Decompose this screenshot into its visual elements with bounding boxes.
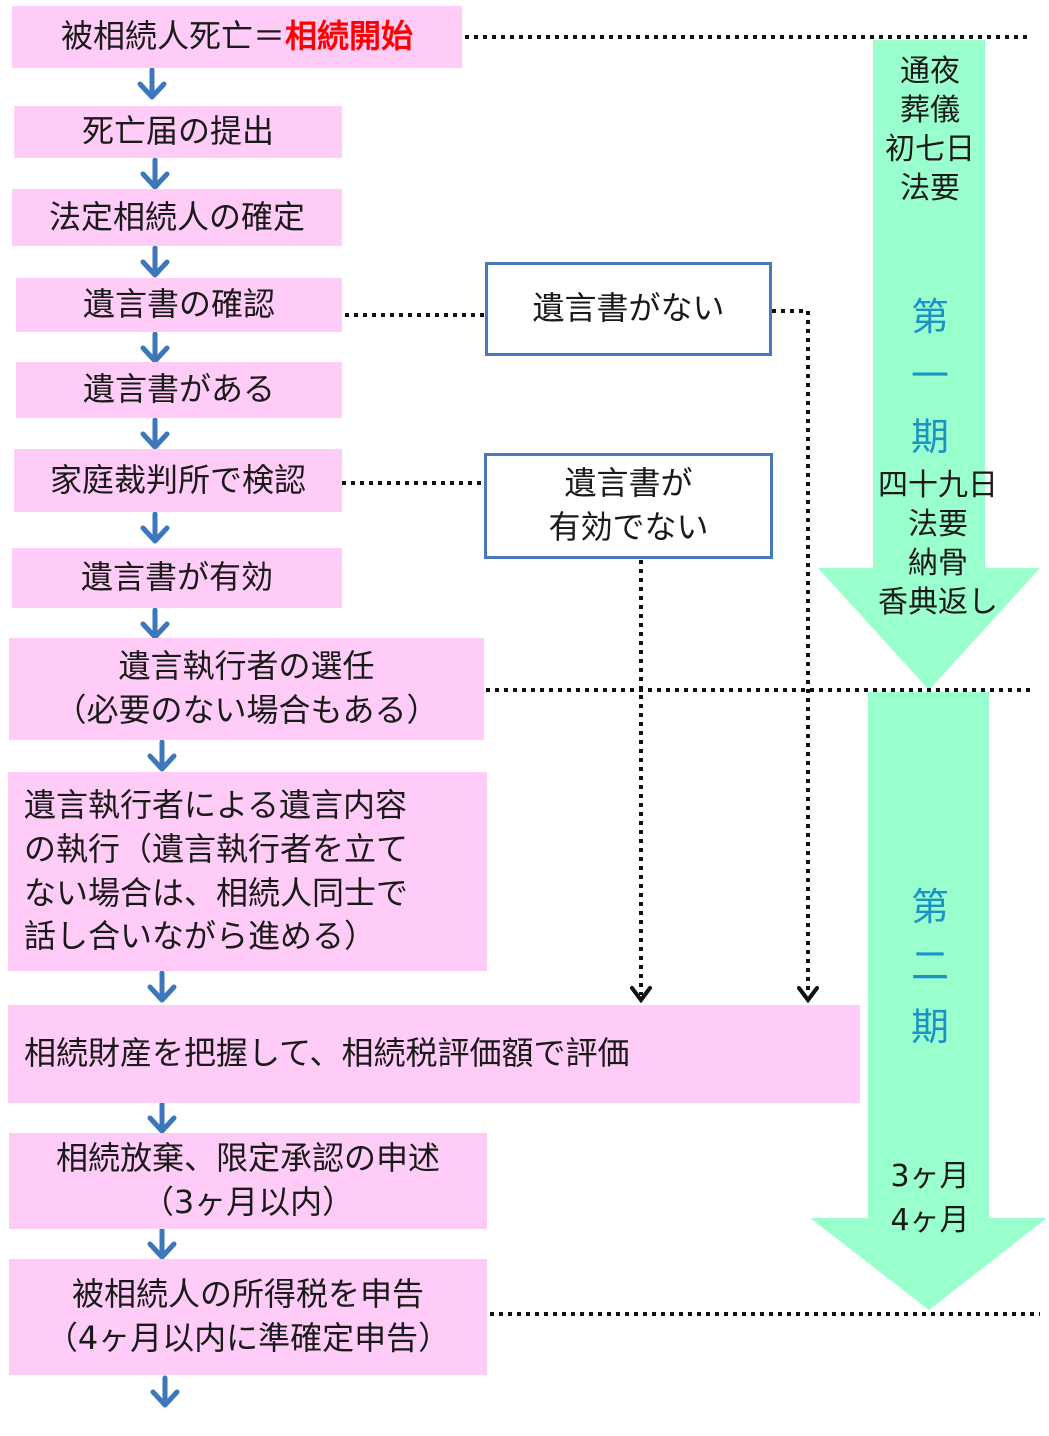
step-legal-heirs: 法定相続人の確定: [12, 189, 342, 246]
event-memorial-2: 法要: [908, 507, 968, 542]
invalid-will-line2: 有効でない: [548, 508, 709, 546]
phase2-char1: 第: [910, 885, 949, 929]
event-memorial: 法要: [900, 171, 960, 206]
phase1-events: 通夜 葬儀 初七日 法要: [870, 52, 990, 208]
step9-line2: の執行（遺言執行者を立て: [24, 829, 409, 868]
step2-text: 死亡届の提出: [81, 112, 274, 151]
flow-arrow-8: [147, 739, 177, 772]
phase2-end-events: 3ヶ月 4ヶ月: [868, 1155, 992, 1242]
step-asset-evaluation: 相続財産を把握して、相続税評価額で評価: [8, 1005, 860, 1103]
phase1-end-events: 四十九日 法要 納骨 香典返し: [858, 466, 1018, 622]
no-will-text: 遺言書がない: [532, 289, 725, 328]
flow-arrow-5: [140, 417, 170, 450]
step11-line2: （3ヶ月以内）: [141, 1183, 355, 1221]
flow-arrow-4: [140, 331, 170, 364]
step8-line2: （必要のない場合もある）: [54, 691, 439, 729]
branch-no-will: 遺言書がない: [485, 262, 772, 356]
invalid-will-arrowhead: [630, 986, 652, 1004]
flow-arrow-7: [140, 607, 170, 640]
step4-text: 遺言書の確認: [82, 285, 275, 324]
step-will-valid: 遺言書が有効: [12, 548, 342, 608]
phase2-char3: 期: [910, 1004, 949, 1049]
no-will-arrowhead: [797, 986, 819, 1004]
branch-invalid-will: 遺言書が 有効でない: [484, 453, 773, 559]
flow-arrow-10: [147, 1101, 177, 1134]
phase2-char2: 二: [910, 944, 949, 989]
step-renunciation: 相続放棄、限定承認の申述 （3ヶ月以内）: [9, 1133, 487, 1229]
step1-prefix: 被相続人死亡＝: [60, 17, 285, 56]
step8-line1: 遺言執行者の選任: [118, 647, 375, 686]
step-income-tax-filing: 被相続人の所得税を申告 （4ヶ月以内に準確定申告）: [9, 1259, 487, 1375]
step-death-inheritance-start: 被相続人死亡＝相続開始: [12, 6, 462, 68]
step3-text: 法定相続人の確定: [48, 197, 305, 236]
step6-text: 家庭裁判所で検認: [49, 460, 306, 499]
flow-arrow-9: [147, 970, 177, 1003]
step12-line2: （4ヶ月以内に準確定申告）: [45, 1319, 451, 1357]
phase1-char1: 第: [910, 295, 949, 339]
step-death-notice: 死亡届の提出: [14, 106, 342, 158]
event-4-months: 4ヶ月: [890, 1202, 970, 1238]
step-executor-appointment: 遺言執行者の選任 （必要のない場合もある）: [9, 638, 484, 740]
step9-line1: 遺言執行者による遺言内容: [24, 786, 408, 825]
phase1-label: 第 一 期: [880, 280, 980, 474]
event-3-months: 3ヶ月: [890, 1159, 970, 1194]
flow-arrow-1: [137, 67, 167, 100]
step7-text: 遺言書が有効: [80, 558, 273, 597]
phase2-label: 第 二 期: [880, 870, 980, 1064]
event-interment: 納骨: [908, 546, 968, 581]
step-family-court-probate: 家庭裁判所で検認: [14, 449, 342, 512]
step5-text: 遺言書がある: [82, 370, 275, 409]
step11-line1: 相続放棄、限定承認の申述: [55, 1139, 440, 1178]
event-funeral: 葬儀: [900, 93, 960, 128]
event-wake: 通夜: [900, 54, 960, 89]
flow-arrow-3: [140, 245, 170, 278]
event-return-gifts: 香典返し: [878, 585, 998, 620]
phase1-char2: 一: [910, 354, 949, 399]
flow-arrow-11: [147, 1227, 177, 1260]
step1-text: 被相続人死亡＝相続開始: [61, 15, 413, 59]
step1-highlight: 相続開始: [285, 17, 414, 56]
step12-line1: 被相続人の所得税を申告: [71, 1275, 424, 1314]
event-seventh-day: 初七日: [885, 132, 975, 167]
step9-line4: 話し合いながら進める）: [24, 917, 377, 956]
step9-line3: ない場合は、相続人同士で: [24, 873, 409, 912]
event-49th-day: 四十九日: [878, 468, 998, 503]
step-will-exists: 遺言書がある: [16, 362, 342, 418]
flow-arrow-2: [140, 157, 170, 190]
step-will-check: 遺言書の確認: [16, 278, 342, 332]
invalid-will-line1: 遺言書が: [564, 464, 693, 503]
phase1-char3: 期: [910, 414, 949, 459]
no-will-path: [772, 309, 810, 995]
flow-arrow-12: [150, 1375, 180, 1408]
flow-arrow-6: [140, 511, 170, 544]
step-will-execution: 遺言執行者による遺言内容 の執行（遺言執行者を立て ない場合は、相続人同士で 話…: [8, 772, 487, 971]
step10-text: 相続財産を把握して、相続税評価額で評価: [24, 1034, 630, 1073]
